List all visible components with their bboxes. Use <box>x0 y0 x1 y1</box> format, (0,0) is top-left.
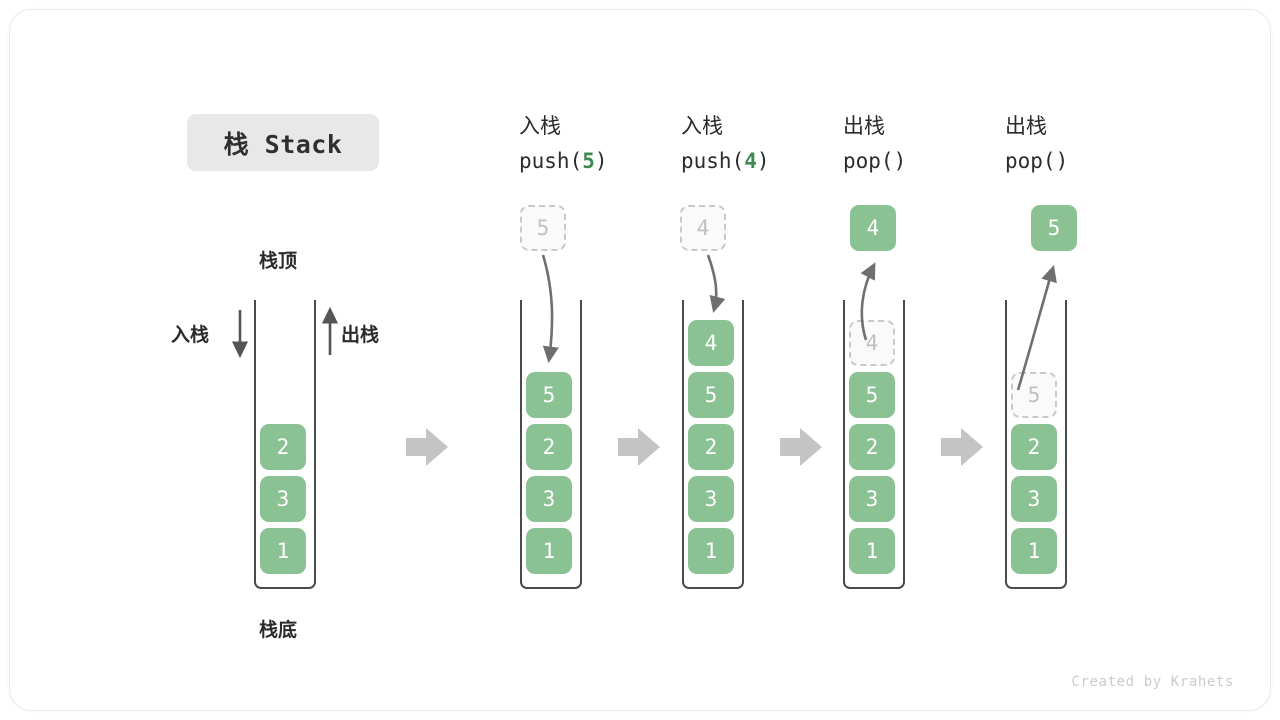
diagram-title-text: 栈 Stack <box>223 129 343 159</box>
popped-ghost-element: 5 <box>1011 372 1057 418</box>
operation-code-arg: 4 <box>744 149 757 173</box>
operation-code-prefix: pop( <box>1005 149 1056 173</box>
transition-arrow <box>618 428 660 466</box>
stack-cell: 2 <box>526 424 572 470</box>
stack-cell: 1 <box>526 528 572 574</box>
stack-cell: 5 <box>849 372 895 418</box>
stack-container-pop-5 <box>1005 300 1067 589</box>
stack-cell: 1 <box>849 528 895 574</box>
transition-arrow <box>941 428 983 466</box>
diagram-title-badge: 栈 Stack <box>187 114 379 171</box>
operation-caption-cn: 出栈 <box>843 115 885 138</box>
operation-code-suffix: ) <box>756 149 770 173</box>
stack-cell: 3 <box>526 476 572 522</box>
operation-caption-pop-4: 出栈 pop() <box>843 109 906 178</box>
stack-cell: 2 <box>849 424 895 470</box>
operation-caption-pop-5: 出栈 pop() <box>1005 109 1068 178</box>
operation-code-suffix: ) <box>594 149 608 173</box>
stack-cell: 3 <box>1011 476 1057 522</box>
incoming-element: 4 <box>680 205 726 251</box>
operation-code-prefix: pop( <box>843 149 894 173</box>
stack-cell: 4 <box>688 320 734 366</box>
stack-container-pop-4 <box>843 300 905 589</box>
stack-cell: 3 <box>260 476 306 522</box>
stack-cell: 1 <box>260 528 306 574</box>
push-direction-label: 入栈 <box>171 325 210 346</box>
outgoing-element: 5 <box>1031 205 1077 251</box>
stack-cell: 5 <box>526 372 572 418</box>
operation-code-suffix: ) <box>893 149 907 173</box>
stack-cell: 1 <box>688 528 734 574</box>
incoming-element: 5 <box>520 205 566 251</box>
stack-cell: 2 <box>688 424 734 470</box>
operation-code-arg: 5 <box>582 149 595 173</box>
operation-caption-cn: 入栈 <box>519 115 561 138</box>
stack-cell: 5 <box>688 372 734 418</box>
operation-code-prefix: push( <box>519 149 583 173</box>
stack-cell: 2 <box>1011 424 1057 470</box>
stack-cell: 3 <box>688 476 734 522</box>
operation-caption-cn: 出栈 <box>1005 115 1047 138</box>
transition-arrow <box>780 428 822 466</box>
diagram-card: 栈 Stack 栈顶 入栈 出栈 2 3 1 栈底 入栈 push(5) 5 5… <box>9 9 1271 711</box>
pop-direction-label: 出栈 <box>341 325 380 346</box>
diagram-stage: 栈 Stack 栈顶 入栈 出栈 2 3 1 栈底 入栈 push(5) 5 5… <box>10 10 1272 712</box>
operation-code-prefix: push( <box>681 149 745 173</box>
stack-cell: 1 <box>1011 528 1057 574</box>
operation-caption-cn: 入栈 <box>681 115 723 138</box>
stack-top-label: 栈顶 <box>259 251 298 272</box>
stack-container-initial <box>254 300 316 589</box>
stack-cell: 2 <box>260 424 306 470</box>
stack-bottom-label: 栈底 <box>259 620 298 641</box>
credit-text: Created by Krahets <box>1071 674 1234 690</box>
stack-container-push-4 <box>682 300 744 589</box>
operation-code-suffix: ) <box>1055 149 1069 173</box>
popped-ghost-element: 4 <box>849 320 895 366</box>
stack-cell: 3 <box>849 476 895 522</box>
outgoing-element: 4 <box>850 205 896 251</box>
stack-container-push-5 <box>520 300 582 589</box>
operation-caption-push-5: 入栈 push(5) <box>519 109 608 178</box>
transition-arrow <box>406 428 448 466</box>
operation-caption-push-4: 入栈 push(4) <box>681 109 770 178</box>
